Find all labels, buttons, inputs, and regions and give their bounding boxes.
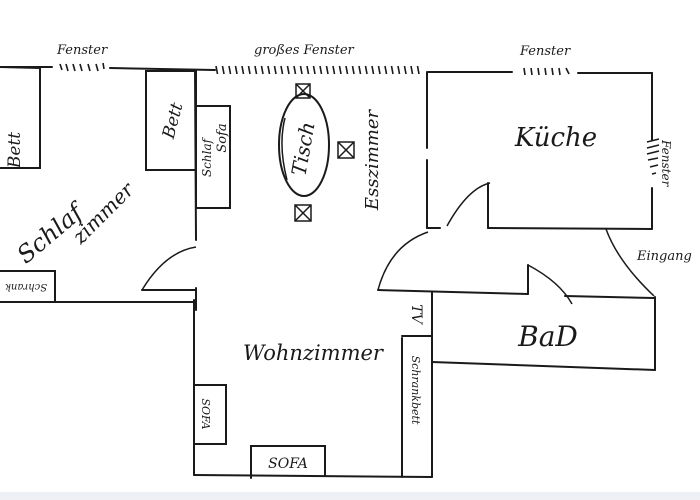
sofa-bottom — [250, 445, 326, 479]
label-sofa-left: SOFA — [199, 398, 212, 429]
window-esszimmer — [215, 65, 420, 75]
label-window-esszimmer: großes Fenster — [254, 43, 355, 58]
window-kueche-right — [646, 138, 660, 175]
label-tv: TV — [408, 304, 424, 325]
label-entrance: Eingang — [636, 249, 692, 264]
label-schlafsofa-2: Sofa — [215, 123, 230, 152]
tisch — [278, 93, 330, 197]
chair — [295, 83, 311, 99]
chair — [294, 204, 312, 222]
label-bett-left: Bett — [5, 132, 25, 169]
window-schlafzimmer — [59, 62, 105, 72]
label-room-kueche: Küche — [514, 123, 597, 153]
bett-left — [0, 66, 41, 169]
schlafsofa — [195, 105, 231, 209]
label-schrankbett: Schrankbett — [409, 356, 422, 425]
label-room-esszimmer: Esszimmer — [362, 108, 383, 211]
walls — [0, 66, 656, 478]
window-kueche-top — [523, 67, 570, 76]
label-room-wohnzimmer: Wohnzimmer — [243, 341, 385, 365]
label-room-bad: BaD — [517, 320, 578, 353]
label-window-kueche-top: Fenster — [519, 44, 571, 59]
label-schrank-left: Schrank — [5, 281, 47, 292]
label-schlafsofa-1: Schlaf — [200, 136, 214, 177]
label-tisch: Tisch — [287, 120, 320, 177]
bottom-strip — [0, 492, 700, 500]
schrank-left — [0, 270, 56, 303]
label-sofa-bottom: SOFA — [268, 456, 308, 472]
label-window-schlafzimmer: Fenster — [56, 43, 108, 58]
label-bett-right: Bett — [159, 100, 188, 141]
sofa-left — [193, 384, 227, 445]
label-window-kueche-right: Fenster — [659, 139, 673, 188]
chair — [337, 141, 355, 159]
